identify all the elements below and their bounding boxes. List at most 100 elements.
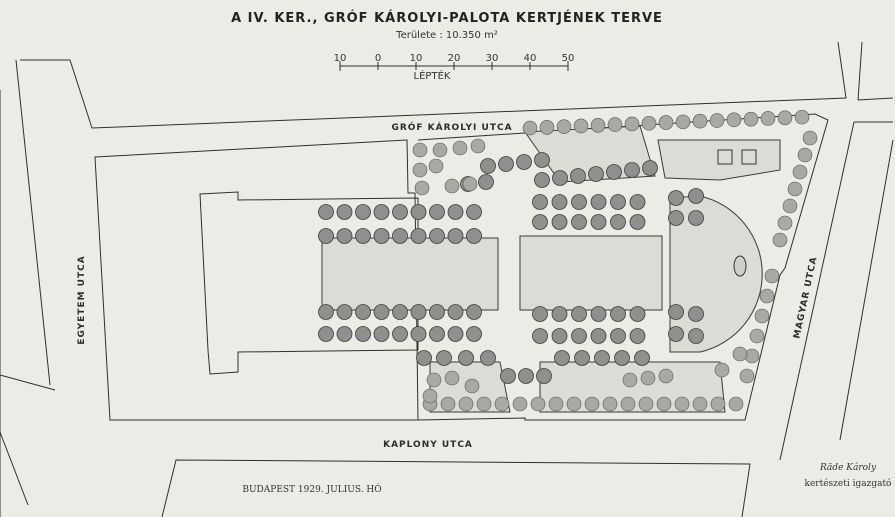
tree-canopy <box>566 396 582 412</box>
tree-canopy <box>373 326 390 342</box>
tree-canopy <box>410 304 427 320</box>
tree-canopy <box>392 304 408 320</box>
tree-canopy <box>414 180 430 196</box>
tree-canopy <box>760 111 776 126</box>
tree-canopy <box>688 306 704 322</box>
tree-canopy <box>466 228 482 244</box>
scale-tick-label: 20 <box>448 53 461 64</box>
tree-canopy <box>532 328 548 344</box>
yard-box-2 <box>741 149 757 165</box>
tree-canopy <box>692 396 708 412</box>
tree-canopy <box>782 198 798 214</box>
signature-title: kertészeti igazgató <box>805 478 892 489</box>
tree-canopy <box>749 328 765 344</box>
tree-canopy <box>551 194 568 210</box>
tree-canopy <box>688 328 704 344</box>
tree-canopy <box>658 368 674 384</box>
tree-canopy <box>416 350 432 366</box>
tree-canopy <box>534 152 550 168</box>
tree-canopy <box>500 368 516 384</box>
tree-canopy <box>516 154 532 170</box>
tree-canopy <box>759 288 775 304</box>
tree-canopy-layer <box>318 109 818 412</box>
tree-canopy <box>656 396 672 412</box>
tree-canopy <box>590 306 607 322</box>
tree-canopy <box>743 111 759 127</box>
palace-inner-outline <box>199 191 419 375</box>
tree-canopy <box>410 228 427 244</box>
tree-canopy <box>373 304 390 320</box>
tree-canopy <box>498 156 514 172</box>
tree-canopy <box>464 378 480 394</box>
tree-canopy <box>594 350 610 366</box>
tree-canopy <box>668 190 684 206</box>
tree-canopy <box>373 228 390 244</box>
tree-canopy <box>355 204 371 220</box>
tree-canopy <box>674 396 690 412</box>
tree-canopy <box>518 368 534 384</box>
tree-canopy <box>590 214 607 230</box>
tree-canopy <box>692 113 708 129</box>
service-yard <box>657 139 781 181</box>
tree-canopy <box>530 396 546 412</box>
street-outlines <box>0 41 894 517</box>
tree-canopy <box>355 304 371 320</box>
tree-canopy <box>512 396 528 412</box>
tree-canopy <box>480 158 496 174</box>
scale-tick-label: 0 <box>375 53 381 64</box>
tree-canopy <box>318 304 334 320</box>
tree-canopy <box>624 116 640 132</box>
tree-canopy <box>777 110 793 126</box>
tree-canopy <box>548 396 564 412</box>
tree-canopy <box>440 396 456 412</box>
tree-canopy <box>610 214 626 230</box>
tree-canopy <box>444 178 460 194</box>
street-label-south: KAPLONY UTCA <box>383 440 473 450</box>
scale-tick-label: 10 <box>410 53 423 64</box>
garden-boundary <box>417 113 829 421</box>
tree-canopy <box>556 119 572 134</box>
tree-canopy <box>641 115 657 131</box>
tree-canopy <box>588 166 604 182</box>
tree-canopy <box>458 350 474 366</box>
street-label-north: GRÓF KÁROLYI UTCA <box>391 121 512 133</box>
tree-canopy <box>739 368 755 384</box>
tree-canopy <box>732 346 748 362</box>
tree-canopy <box>551 214 568 230</box>
tree-canopy <box>470 138 486 154</box>
tree-canopy <box>422 388 438 404</box>
tree-canopy <box>336 204 353 220</box>
tree-canopy <box>392 326 408 342</box>
tree-canopy <box>494 396 510 412</box>
tree-canopy <box>640 370 656 386</box>
tree-canopy <box>392 204 408 220</box>
tree-canopy <box>336 304 353 320</box>
tree-canopy <box>466 304 482 320</box>
tree-canopy <box>688 188 704 204</box>
tree-canopy <box>571 194 587 210</box>
tree-canopy <box>539 120 555 135</box>
tree-canopy <box>318 228 334 244</box>
tree-canopy <box>532 214 548 230</box>
tree-canopy <box>355 228 371 244</box>
tree-canopy <box>478 174 494 190</box>
tree-canopy <box>574 350 590 366</box>
tree-canopy <box>772 232 788 248</box>
tree-canopy <box>462 176 478 192</box>
tree-canopy <box>571 306 587 322</box>
tree-canopy <box>336 228 353 244</box>
scale-tick-label: 40 <box>524 53 537 64</box>
tree-canopy <box>610 194 626 210</box>
fountain-basin <box>733 255 747 277</box>
tree-canopy <box>429 204 445 220</box>
tree-canopy <box>447 304 464 320</box>
tree-canopy <box>551 328 568 344</box>
tree-canopy <box>710 396 726 412</box>
tree-canopy <box>668 326 684 342</box>
tree-canopy <box>624 162 640 178</box>
tree-canopy <box>522 120 538 136</box>
tree-canopy <box>629 194 646 210</box>
